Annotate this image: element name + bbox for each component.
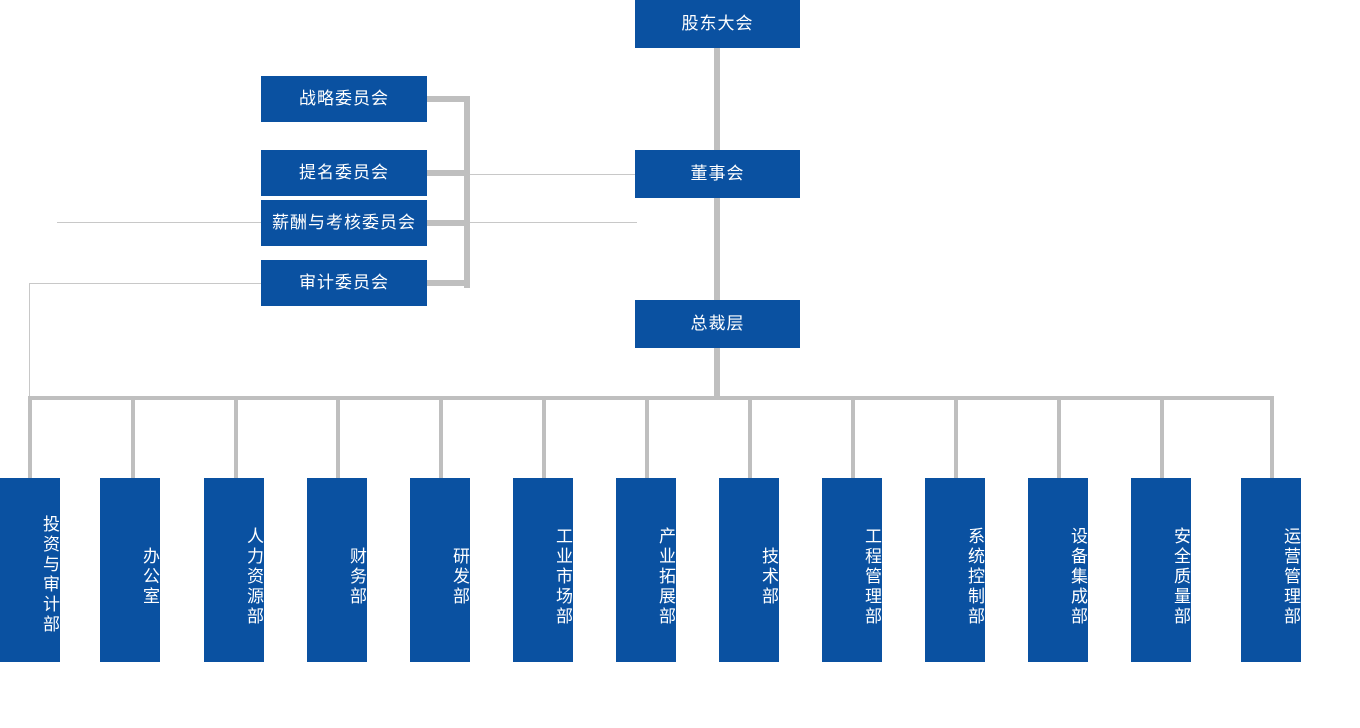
connector-department-bus <box>29 396 1274 400</box>
node-board[interactable]: 董事会 <box>635 150 800 198</box>
department-dept-13[interactable]: 运营管理部 <box>1241 478 1301 662</box>
committee-compensation[interactable]: 薪酬与考核委员会 <box>261 200 427 246</box>
department-dept-1[interactable]: 投资与审计部 <box>0 478 60 662</box>
department-dept-8[interactable]: 技术部 <box>719 478 779 662</box>
node-president[interactable]: 总裁层 <box>635 300 800 348</box>
connector-audit-left-line <box>29 283 263 284</box>
connector-department-drop-1 <box>28 396 32 478</box>
connector-department-drop-4 <box>336 396 340 478</box>
connector-department-drop-2 <box>131 396 135 478</box>
connector-department-drop-13 <box>1270 396 1274 478</box>
connector-department-drop-12 <box>1160 396 1164 478</box>
connector-department-drop-10 <box>954 396 958 478</box>
connector-department-drop-9 <box>851 396 855 478</box>
connector-department-drop-5 <box>439 396 443 478</box>
department-dept-5[interactable]: 研发部 <box>410 478 470 662</box>
department-dept-10[interactable]: 系统控制部 <box>925 478 985 662</box>
connector-committee-to-board <box>467 174 637 175</box>
connector-committee-stub-2 <box>427 170 470 176</box>
connector-department-drop-6 <box>542 396 546 478</box>
connector-audit-left-drop <box>29 283 30 399</box>
department-dept-6[interactable]: 工业市场部 <box>513 478 573 662</box>
department-dept-4[interactable]: 财务部 <box>307 478 367 662</box>
connector-president-to-bus <box>714 348 720 400</box>
connector-department-drop-7 <box>645 396 649 478</box>
department-dept-12[interactable]: 安全质量部 <box>1131 478 1191 662</box>
committee-strategy[interactable]: 战略委员会 <box>261 76 427 122</box>
connector-board-to-president <box>714 198 720 302</box>
department-dept-9[interactable]: 工程管理部 <box>822 478 882 662</box>
committee-audit[interactable]: 审计委员会 <box>261 260 427 306</box>
connector-department-drop-8 <box>748 396 752 478</box>
connector-committee-stub-3 <box>427 220 470 226</box>
committee-nomination[interactable]: 提名委员会 <box>261 150 427 196</box>
connector-committee-stub-4 <box>427 280 470 286</box>
department-dept-3[interactable]: 人力资源部 <box>204 478 264 662</box>
connector-committee-stub-1 <box>427 96 470 102</box>
department-dept-11[interactable]: 设备集成部 <box>1028 478 1088 662</box>
connector-shareholders-to-board <box>714 48 720 152</box>
connector-department-drop-11 <box>1057 396 1061 478</box>
node-shareholders[interactable]: 股东大会 <box>635 0 800 48</box>
department-dept-2[interactable]: 办公室 <box>100 478 160 662</box>
connector-committee-bus-vertical <box>464 96 470 288</box>
connector-department-drop-3 <box>234 396 238 478</box>
department-dept-7[interactable]: 产业拓展部 <box>616 478 676 662</box>
